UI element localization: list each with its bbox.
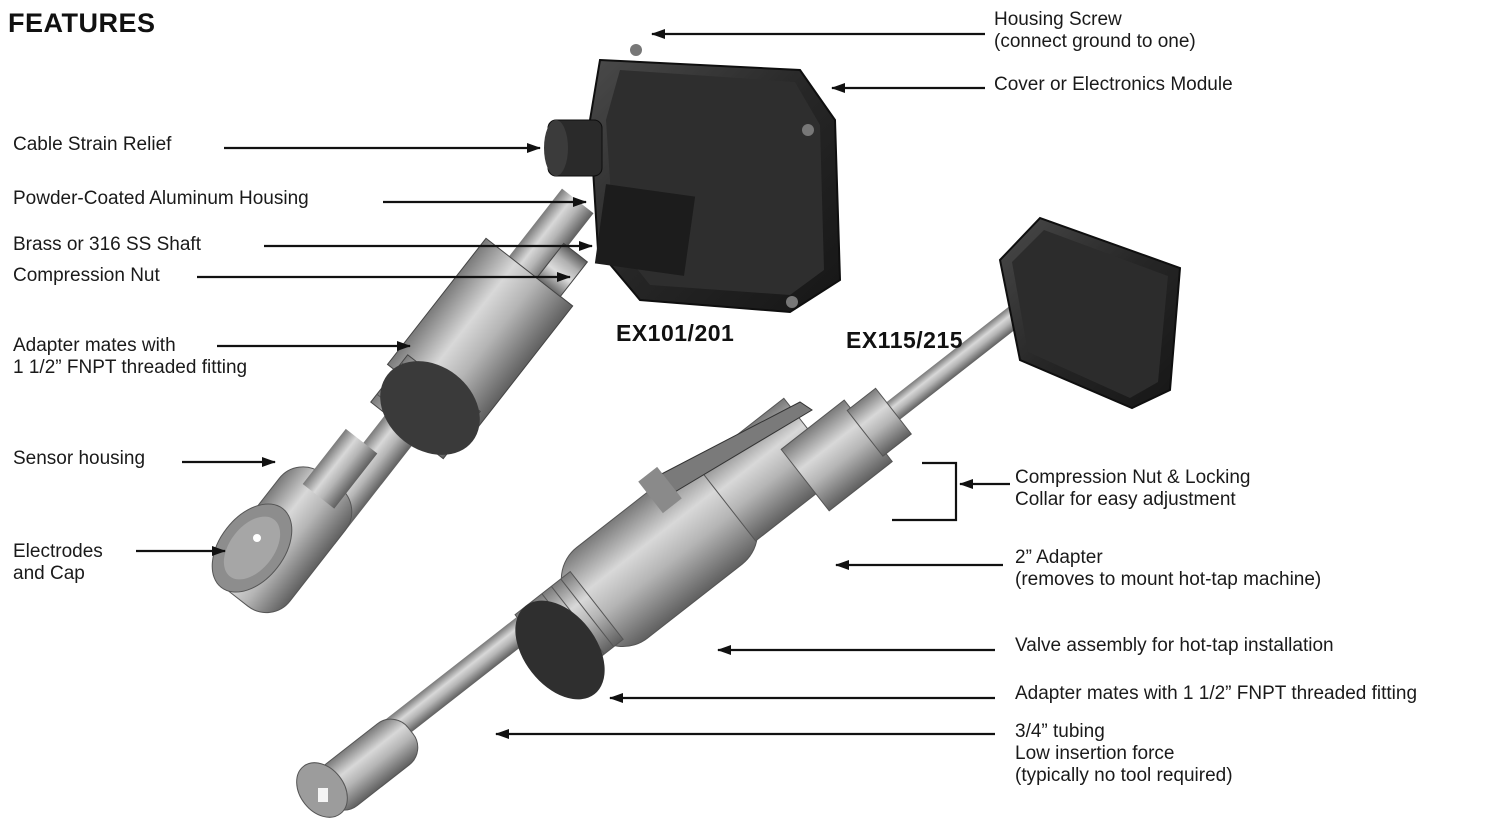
left-housing [588,44,842,314]
left-compression-nut [535,242,589,298]
label-2in-adapter: 2” Adapter (removes to mount hot-tap mac… [1015,547,1322,590]
label-cable-strain-relief: Cable Strain Relief [13,134,172,155]
label-electrodes: Electrodes and Cap [13,541,103,584]
model-label-left: EX101/201 [616,320,735,346]
label-valve: Valve assembly for hot-tap installation [1015,635,1334,656]
electrode-icon [253,534,261,542]
left-sensor-illustration [211,44,842,614]
label-tubing: 3/4” tubing Low insertion force (typical… [1015,721,1233,786]
label-shaft: Brass or 316 SS Shaft [13,234,201,255]
label-nut-collar: Compression Nut & Locking Collar for eas… [1015,467,1251,510]
bracket-nut-collar [892,461,958,522]
label-adapter-right: Adapter mates with 1 1/2” FNPT threaded … [1015,683,1418,704]
right-compression-nut [780,387,912,512]
page-title: FEATURES [8,8,156,38]
leader-lines [136,29,1010,739]
label-sensor-housing: Sensor housing [13,448,146,469]
label-adapter-left: Adapter mates with 1 1/2” FNPT threaded … [13,335,248,378]
model-label-right: EX115/215 [846,327,964,353]
right-upper-shaft [873,295,1038,430]
label-compression-nut: Compression Nut [13,265,160,286]
label-housing: Powder-Coated Aluminum Housing [13,188,309,209]
left-strain-relief [544,119,603,177]
right-sensor-illustration [296,216,1182,818]
label-cover: Cover or Electronics Module [994,74,1233,95]
housing-screw [630,44,642,56]
label-housing-screw: Housing Screw (connect ground to one) [994,9,1196,52]
